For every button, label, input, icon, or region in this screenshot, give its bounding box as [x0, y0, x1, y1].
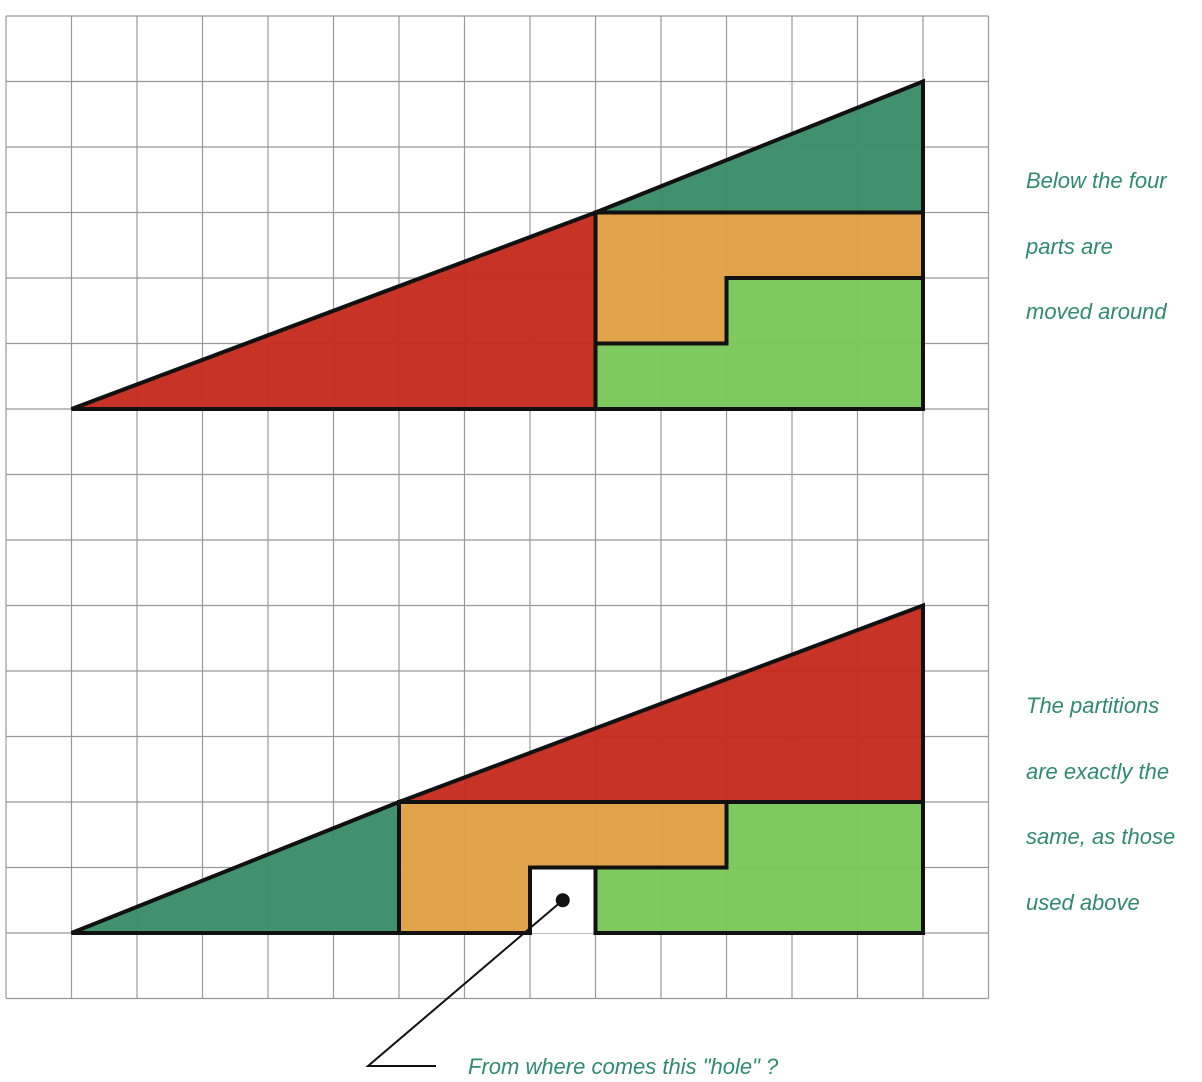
pointer-line [365, 899, 564, 1067]
note-top-line-3: moved around [1026, 299, 1167, 324]
note-top-line-2: parts are [1026, 234, 1113, 259]
top-figure [70, 78, 925, 411]
note-top-line-1: Below the four [1026, 168, 1167, 193]
hole-question-caption: From where comes this "hole" ? [468, 1054, 779, 1079]
bottom-light-green-l-piece [593, 800, 925, 935]
top-light-green-l-piece [593, 276, 925, 411]
bottom-figure [70, 602, 925, 935]
hole-pointer [365, 893, 570, 1067]
note-bottom-line-2: are exactly the [1026, 759, 1170, 784]
note-bottom-line-1: The partitions [1026, 693, 1160, 718]
note-bottom-line-4: used above [1026, 890, 1140, 915]
note-bottom-line-3: same, as those [1026, 824, 1176, 849]
